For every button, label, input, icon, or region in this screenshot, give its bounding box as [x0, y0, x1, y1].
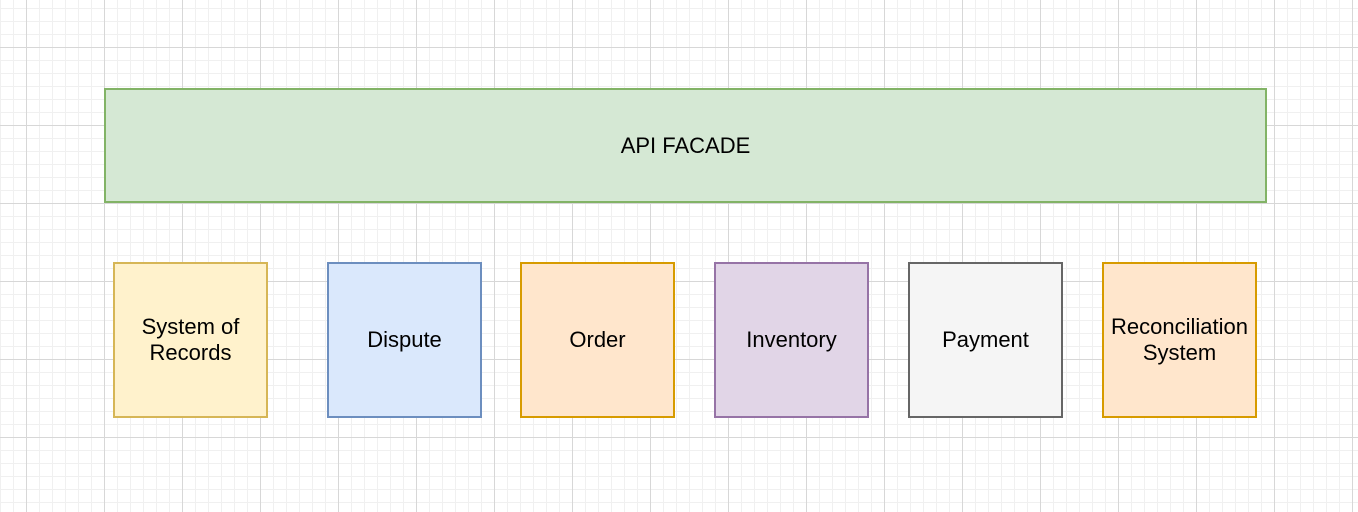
- system-box-label: Order: [569, 327, 626, 353]
- system-box-label: Inventory: [746, 327, 837, 353]
- system-box-reconciliation-system: Reconciliation System: [1102, 262, 1257, 418]
- system-box-payment: Payment: [908, 262, 1063, 418]
- api-facade-box: API FACADE: [104, 88, 1267, 203]
- system-box-label: System of Records: [141, 314, 240, 365]
- system-box-inventory: Inventory: [714, 262, 869, 418]
- system-box-dispute: Dispute: [327, 262, 482, 418]
- system-box-label: Reconciliation System: [1111, 314, 1248, 365]
- system-box-order: Order: [520, 262, 675, 418]
- system-box-label: Payment: [942, 327, 1029, 353]
- api-facade-label: API FACADE: [620, 132, 751, 158]
- system-box-system-of-records: System of Records: [113, 262, 268, 418]
- system-box-label: Dispute: [367, 327, 442, 353]
